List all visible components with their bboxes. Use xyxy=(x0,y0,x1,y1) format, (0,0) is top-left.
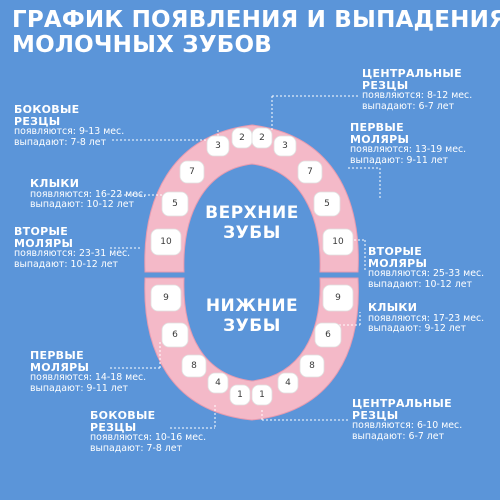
lower-tooth-8: 8 xyxy=(299,354,325,378)
label-lower-first-molars: ПЕРВЫЕ МОЛЯРЫ появляются: 14-18 мес. вып… xyxy=(30,349,147,394)
lower-tooth-1: 9 xyxy=(150,284,182,312)
tooth-shape xyxy=(314,322,342,348)
upper-tooth-4: 3 xyxy=(206,135,230,157)
tooth-shape xyxy=(150,284,182,312)
tooth-number: 9 xyxy=(163,293,169,303)
tooth-shape xyxy=(313,191,341,217)
title-line-2: МОЛОЧНЫХ ЗУБОВ xyxy=(12,32,272,58)
lower-gum xyxy=(144,277,359,421)
tooth-shape xyxy=(297,160,323,184)
lower-tooth-5: 1 xyxy=(229,384,251,406)
lower-tooth-6: 1 xyxy=(251,384,273,406)
lower-tooth-9: 6 xyxy=(314,322,342,348)
tooth-shape xyxy=(277,372,299,394)
tooth-shape xyxy=(322,284,354,312)
label-upper-first-molars: ПЕРВЫЕ МОЛЯРЫ появляются: 13-19 мес. вып… xyxy=(350,121,467,166)
upper-tooth-5: 2 xyxy=(231,127,253,149)
tooth-number: 6 xyxy=(172,330,178,340)
tooth-number: 2 xyxy=(239,133,245,143)
lower-tooth-7: 4 xyxy=(277,372,299,394)
lower-tooth-3: 8 xyxy=(181,354,207,378)
tooth-number: 3 xyxy=(215,141,221,151)
tooth-shape xyxy=(161,322,189,348)
upper-tooth-7: 3 xyxy=(273,135,297,157)
tooth-number: 4 xyxy=(215,378,221,388)
label-upper-central-incisors: ЦЕНТРАЛЬНЫЕ РЕЗЦЫ появляются: 8-12 мес. … xyxy=(362,67,473,112)
tooth-number: 1 xyxy=(237,390,243,400)
tooth-number: 8 xyxy=(191,361,197,371)
tooth-shape xyxy=(229,384,251,406)
tooth-shape xyxy=(206,135,230,157)
tooth-shape xyxy=(150,228,182,256)
tooth-shape xyxy=(207,372,229,394)
lower-teeth-label: НИЖНИЕ ЗУБЫ xyxy=(205,296,299,336)
tooth-number: 8 xyxy=(309,361,315,371)
label-lower-lateral-incisors: БОКОВЫЕ РЕЗЦЫ появляются: 10-16 мес. вып… xyxy=(90,409,207,454)
tooth-shape xyxy=(273,135,297,157)
tooth-number: 7 xyxy=(307,167,313,177)
upper-tooth-3: 7 xyxy=(179,160,205,184)
tooth-shape xyxy=(251,384,273,406)
upper-tooth-6: 2 xyxy=(251,127,273,149)
tooth-number: 5 xyxy=(324,199,330,209)
label-upper-lateral-incisors: БОКОВЫЕ РЕЗЦЫ появляются: 9-13 мес. выпа… xyxy=(14,103,125,148)
tooth-number: 5 xyxy=(172,199,178,209)
label-upper-second-molars: ВТОРЫЕ МОЛЯРЫ появляются: 23-31 мес. вып… xyxy=(14,225,131,270)
lower-tooth-2: 6 xyxy=(161,322,189,348)
tooth-shape xyxy=(179,160,205,184)
upper-tooth-1: 10 xyxy=(150,228,182,256)
label-upper-canines: КЛЫКИ появляются: 16-22 мес. выпадают: 1… xyxy=(30,177,147,210)
tooth-number: 7 xyxy=(189,167,195,177)
connector-lines xyxy=(110,95,381,429)
label-lower-central-incisors: ЦЕНТРАЛЬНЫЕ РЕЗЦЫ появляются: 6-10 мес. … xyxy=(352,397,463,442)
tooth-shape xyxy=(161,191,189,217)
title-line-1: ГРАФИК ПОЯВЛЕНИЯ И ВЫПАДЕНИЯ xyxy=(12,7,500,33)
upper-tooth-10: 10 xyxy=(322,228,354,256)
tooth-number: 2 xyxy=(259,133,265,143)
tooth-number: 6 xyxy=(325,330,331,340)
tooth-number: 4 xyxy=(285,378,291,388)
tooth-shape xyxy=(299,354,325,378)
tooth-number: 9 xyxy=(335,293,341,303)
lower-teeth: 9 6 8 4 1 1 4 8 6 9 xyxy=(150,284,354,406)
tooth-number: 10 xyxy=(160,237,172,247)
lower-tooth-10: 9 xyxy=(322,284,354,312)
tooth-shape xyxy=(251,127,273,149)
label-lower-canines: КЛЫКИ появляются: 17-23 мес. выпадают: 9… xyxy=(368,301,485,334)
tooth-shape xyxy=(181,354,207,378)
upper-tooth-9: 5 xyxy=(313,191,341,217)
label-lower-second-molars: ВТОРЫЕ МОЛЯРЫ появляются: 25-33 мес. вып… xyxy=(368,245,485,290)
tooth-shape xyxy=(322,228,354,256)
tooth-number: 3 xyxy=(282,141,288,151)
upper-teeth: 10 5 7 3 2 2 3 7 5 10 xyxy=(150,127,354,256)
tooth-number: 10 xyxy=(332,237,344,247)
lower-tooth-4: 4 xyxy=(207,372,229,394)
upper-tooth-8: 7 xyxy=(297,160,323,184)
upper-teeth-label: ВЕРХНИЕ ЗУБЫ xyxy=(205,203,299,243)
tooth-number: 1 xyxy=(259,390,265,400)
page-title: ГРАФИК ПОЯВЛЕНИЯ И ВЫПАДЕНИЯ МОЛОЧНЫХ ЗУ… xyxy=(12,7,500,58)
upper-tooth-2: 5 xyxy=(161,191,189,217)
